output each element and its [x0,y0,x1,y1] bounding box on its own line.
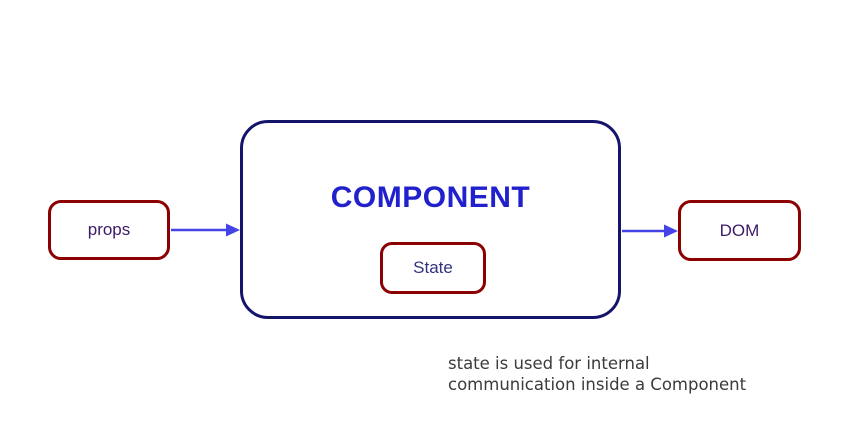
arrow-props-to-component [171,223,240,237]
state-box: State [380,242,486,294]
props-label: props [87,220,131,239]
dom-label: DOM [719,220,760,240]
arrow-component-to-dom [622,224,678,238]
caption: state is used for internal communication… [448,353,746,395]
props-box: props [48,200,170,260]
component-title: COMPONENT [330,181,531,214]
component-box: COMPONENT State [240,120,621,319]
caption-line-1: state is used for internal [448,354,650,373]
state-label: State [413,258,453,277]
dom-box: DOM [678,200,801,261]
caption-line-2: communication inside a Component [448,375,747,394]
